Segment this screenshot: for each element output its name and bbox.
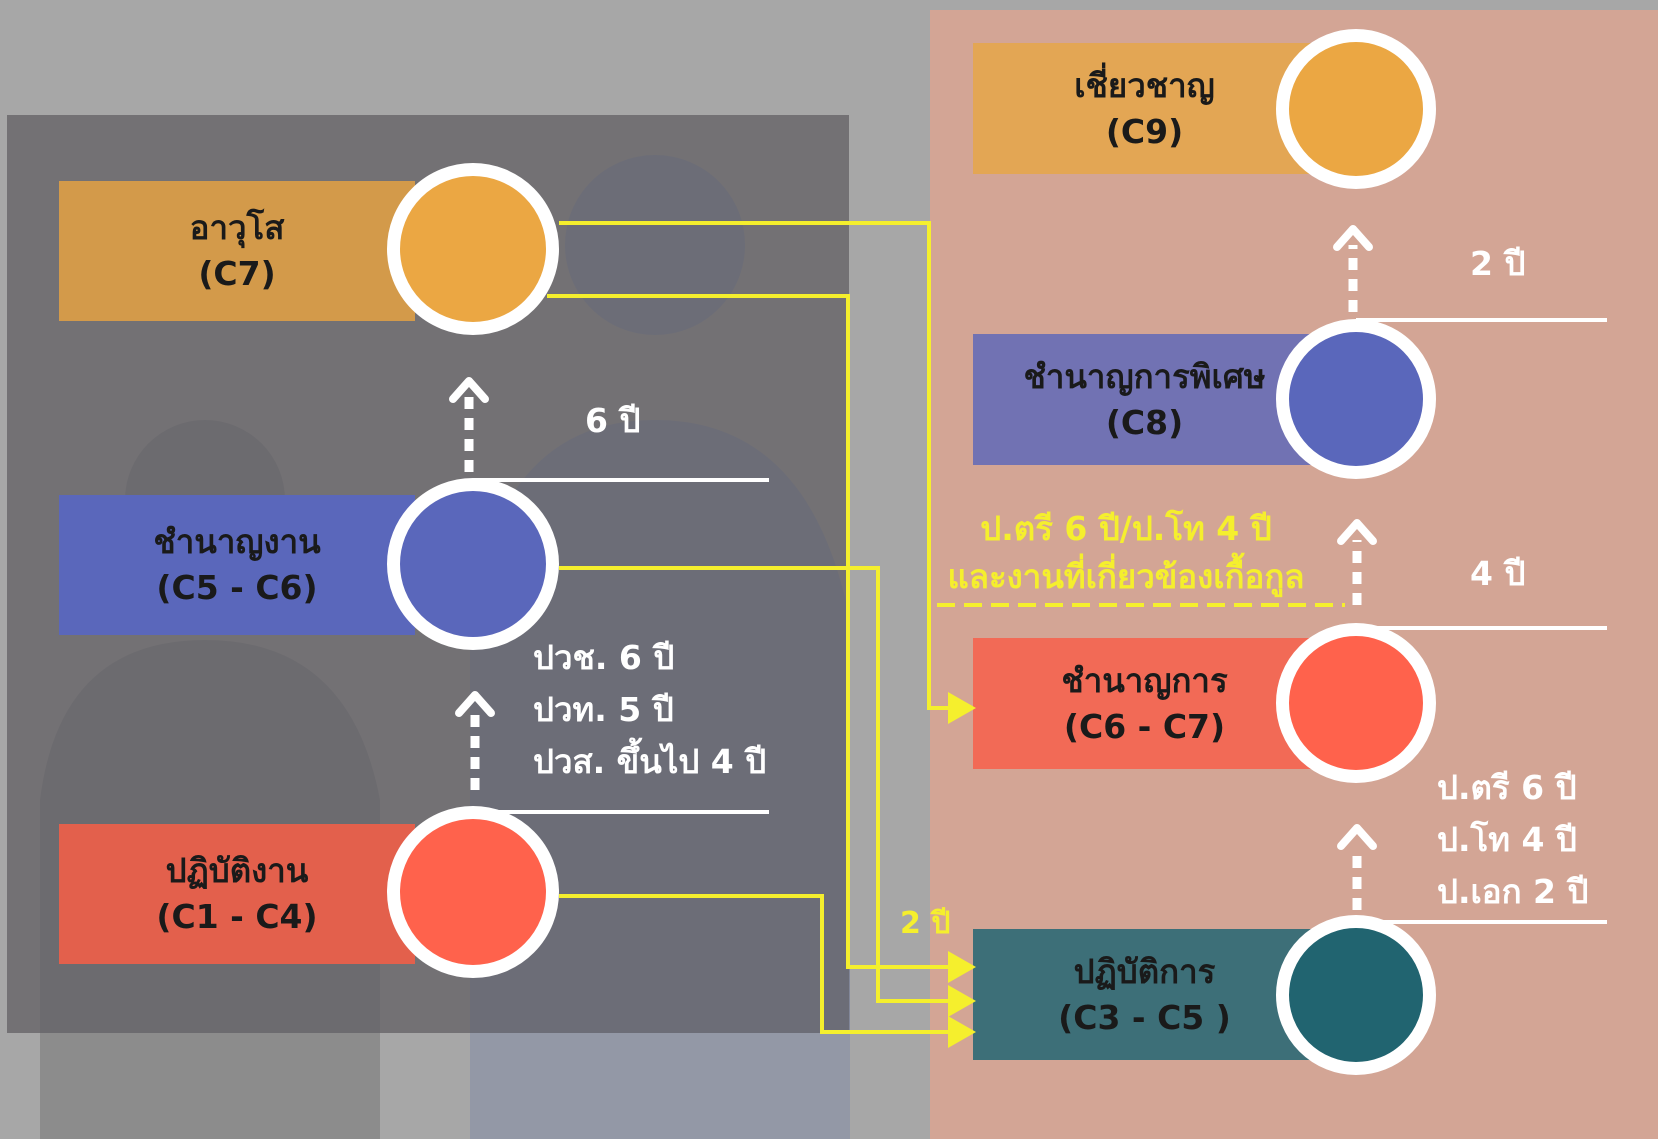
level-name: ชำนาญการ (1061, 660, 1228, 700)
step-line (473, 810, 769, 814)
level-code: (C7) (198, 254, 276, 293)
promotion-arrow-right-top (1333, 225, 1373, 312)
step-line-2: ปวท. 5 ปี (533, 690, 674, 730)
level-name: เชี่ยวชาญ (1074, 65, 1215, 105)
level-name: อาวุโส (189, 208, 285, 248)
connector-senior-to-professional (559, 221, 976, 724)
level-code: (C1 - C4) (156, 897, 318, 936)
promotion-arrow-right-bottom (1337, 824, 1377, 910)
level-code: (C9) (1105, 111, 1184, 151)
step-label-bottom: ป.ตรี 6 ปี ป.โท 4 ปี ป.เอก 2 ปี (1437, 762, 1588, 918)
step-line-1: ป.ตรี 6 ปี (1437, 768, 1577, 807)
level-box-practitioner: ปฏิบัติการ (C3 - C5 ) (973, 929, 1316, 1060)
level-name: ปฏิบัติการ (1073, 951, 1216, 991)
level-code: (C6 - C7) (1063, 706, 1226, 746)
step-line (473, 478, 769, 482)
level-box-expert: เชี่ยวชาญ (C9) (973, 43, 1316, 174)
step-line-1: ปวช. 6 ปี (533, 638, 675, 677)
level-name: ปฏิบัติงาน (165, 851, 309, 891)
level-box-senior-professional: ชำนาญการพิเศษ (C8) (973, 334, 1316, 465)
level-code: (C3 - C5 ) (1058, 997, 1231, 1037)
level-box-experienced: ชำนาญงาน (C5 - C6) (59, 495, 415, 635)
promotion-arrow-right-middle (1337, 519, 1377, 605)
level-name: ชำนาญงาน (153, 522, 321, 562)
promotion-arrow-left-upper (449, 377, 489, 472)
step-line-2: ป.โท 4 ปี (1437, 820, 1577, 860)
step-label-bottom: ปวช. 6 ปี ปวท. 5 ปี ปวส. ขึ้นไป 4 ปี (533, 632, 766, 788)
condition-line-1: ป.ตรี 6 ปี/ป.โท 4 ปี (980, 509, 1272, 548)
step-line-3: ป.เอก 2 ปี (1437, 872, 1589, 912)
level-name: ชำนาญการพิเศษ (1023, 356, 1266, 396)
condition-label: ป.ตรี 6 ปี/ป.โท 4 ปี และงานที่เกี่ยวข้อง… (944, 505, 1308, 601)
level-box-professional: ชำนาญการ (C6 - C7) (973, 638, 1316, 769)
step-label-top: 6 ปี (585, 401, 641, 440)
step-label-middle: 4 ปี (1470, 554, 1526, 593)
step-line (1356, 626, 1607, 630)
connector-operational-to-practitioner (559, 894, 976, 1048)
level-box-senior: อาวุโส (C7) (59, 181, 415, 321)
connector-experienced-to-practitioner (559, 566, 976, 1017)
step-line-3: ปวส. ขึ้นไป 4 ปี (533, 742, 767, 782)
level-box-operational: ปฏิบัติงาน (C1 - C4) (59, 824, 415, 964)
connector-senior-to-practitioner (547, 294, 976, 983)
level-code: (C8) (1105, 402, 1184, 442)
condition-line-2: และงานที่เกี่ยวข้องเกื้อกูล (947, 556, 1305, 596)
level-code: (C5 - C6) (156, 568, 318, 607)
step-label-top: 2 ปี (1470, 244, 1526, 283)
step-line (1356, 318, 1607, 322)
step-line (1356, 920, 1607, 924)
duration-label: 2 ปี (900, 906, 951, 941)
promotion-arrow-left-lower (455, 691, 495, 790)
